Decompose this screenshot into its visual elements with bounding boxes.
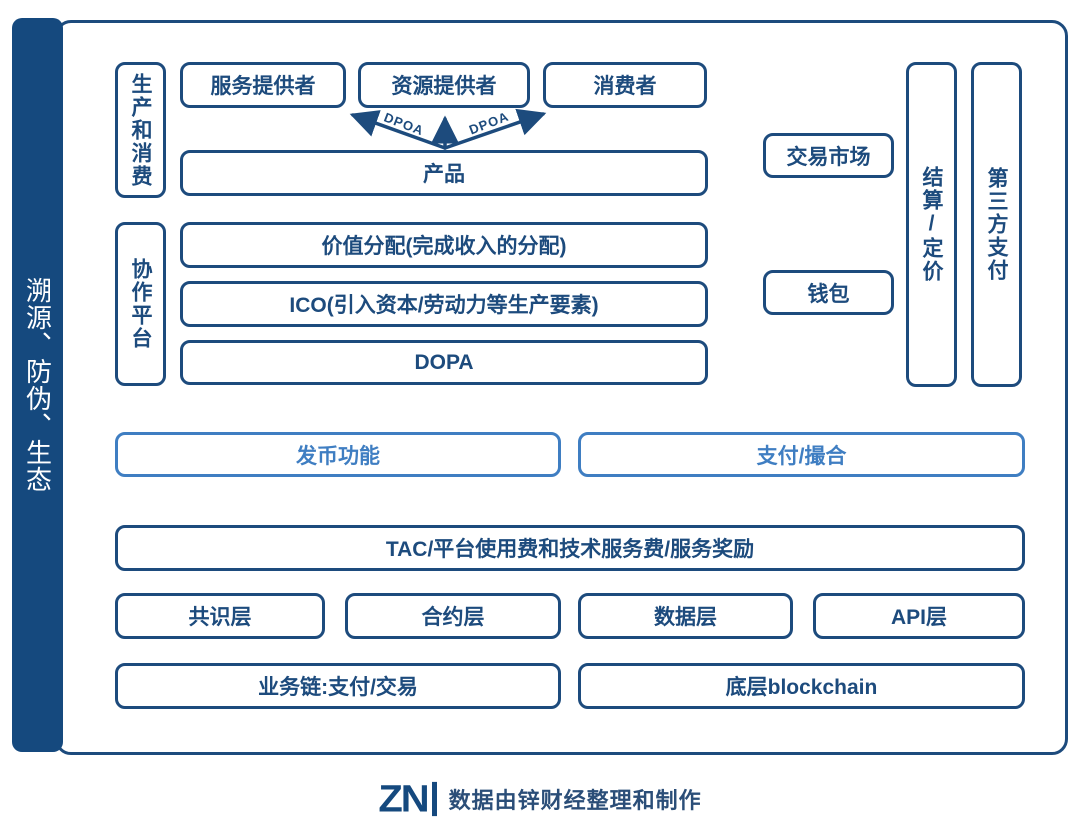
- ico-box: ICO(引入资本/劳动力等生产要素): [180, 281, 708, 327]
- zn-logo: ZN: [378, 780, 437, 818]
- fees-box: TAC/平台使用费和技术服务费/服务奖励: [115, 525, 1025, 571]
- left-ribbon: 溯源、防伪、生态: [12, 18, 63, 752]
- business-chain-box: 业务链:支付/交易: [115, 663, 561, 709]
- api-layer-box: API层: [813, 593, 1025, 639]
- consensus-layer-box: 共识层: [115, 593, 325, 639]
- ribbon-label: 溯源、防伪、生态: [22, 277, 53, 493]
- product-box: 产品: [180, 150, 708, 196]
- payment-matching-box: 支付/撮合: [578, 432, 1025, 477]
- dpoa-label-right: DPOA: [466, 108, 512, 138]
- coin-issuance-box: 发币功能: [115, 432, 561, 477]
- exchange-market-box: 交易市场: [763, 133, 894, 178]
- base-blockchain-box: 底层blockchain: [578, 663, 1025, 709]
- collaboration-group-label: 协作平台: [115, 222, 166, 386]
- credit-text: 数据由锌财经整理和制作: [448, 788, 702, 813]
- consumer-box: 消费者: [543, 62, 707, 108]
- wallet-box: 钱包: [763, 270, 894, 315]
- resource-provider-box: 资源提供者: [358, 62, 530, 108]
- service-provider-box: 服务提供者: [180, 62, 346, 108]
- third-party-payment-box: 第三方支付: [971, 62, 1022, 387]
- data-layer-box: 数据层: [578, 593, 793, 639]
- value-distribution-box: 价值分配(完成收入的分配): [180, 222, 708, 268]
- main-frame: DPOA DPOA 生产和消费 服务提供者 资源提供者 消费者 产品 协作平台 …: [55, 20, 1068, 755]
- footer-credit: ZN 数据由锌财经整理和制作: [0, 774, 1080, 824]
- contract-layer-box: 合约层: [345, 593, 561, 639]
- settlement-pricing-box: 结算/定价: [906, 62, 957, 387]
- dpoa-label-left: DPOA: [381, 109, 427, 139]
- production-group-label: 生产和消费: [115, 62, 166, 198]
- dopa-box: DOPA: [180, 340, 708, 385]
